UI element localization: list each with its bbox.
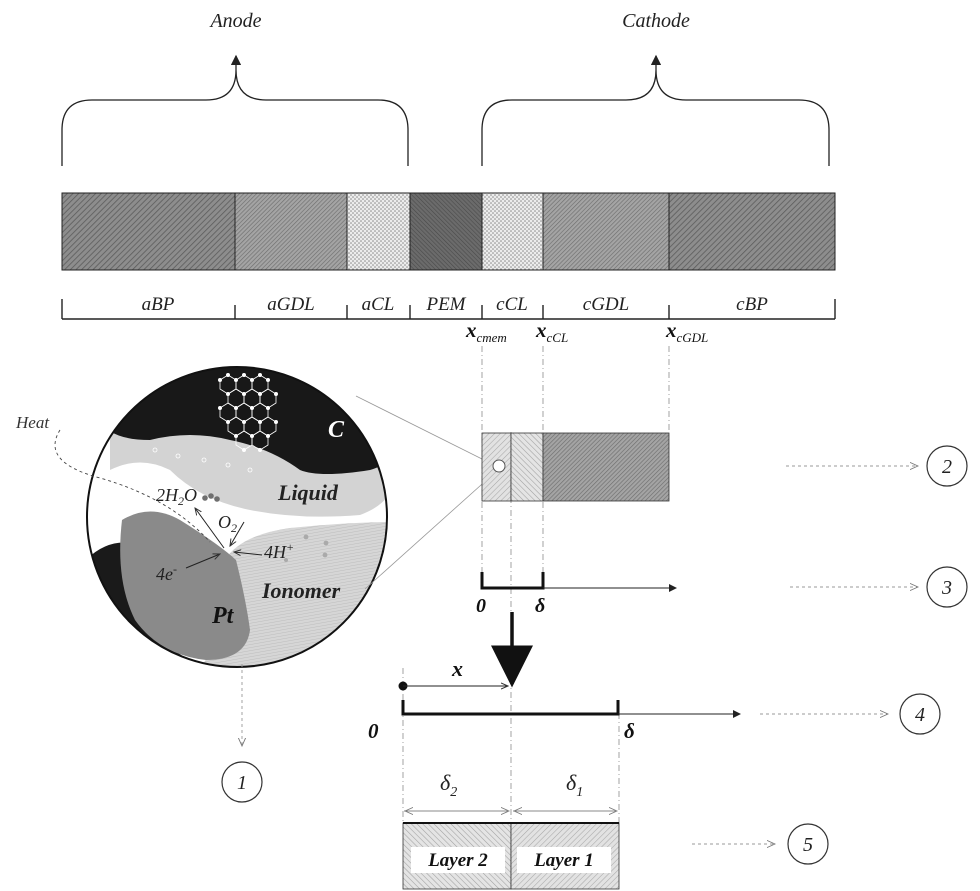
ccl-axis-origin: 0: [476, 595, 486, 617]
cathode-brace: [481, 54, 830, 166]
ccl-axis: [480, 572, 677, 592]
anode-label: Anode: [208, 10, 261, 32]
layer1-label: Layer 1: [533, 850, 594, 871]
step-3-marker: [926, 566, 968, 608]
protons-label: 4H+: [264, 540, 294, 562]
step-5-label: 5: [803, 834, 813, 856]
step-1-marker: [221, 761, 263, 803]
layer-cgdl: [542, 192, 670, 271]
guide-lines: [402, 346, 670, 823]
domain-axis-delta: δ: [624, 719, 635, 743]
delta1-label: δ1: [566, 770, 583, 800]
layer-abp: [61, 192, 236, 271]
sublayer-block: [402, 822, 620, 890]
step-4-marker: [899, 693, 941, 735]
step-1-label: 1: [237, 772, 247, 794]
layer-scale: [61, 299, 836, 320]
graphene-lattice-icon: [217, 372, 278, 452]
zoom-lines: [355, 395, 501, 590]
x-cmem-label: xcmem: [465, 318, 507, 345]
layer-acl: [346, 192, 411, 271]
cl-zoom-block: [481, 432, 670, 502]
label-acl: aCL: [362, 294, 395, 315]
step-3-label: 3: [941, 577, 952, 599]
step-2-label: 2: [942, 456, 952, 478]
step-2-marker: [926, 445, 968, 487]
label-abp: aBP: [142, 294, 175, 315]
label-agdl: aGDL: [267, 294, 315, 315]
domain-x-label: x: [451, 656, 463, 681]
step-arrows: [242, 466, 918, 844]
heat-arrow: [54, 429, 211, 543]
step-4-label: 4: [915, 704, 925, 726]
platinum-label: Pt: [211, 603, 235, 629]
heat-label: Heat: [15, 413, 50, 432]
x-cgdl-label: xcGDL: [665, 318, 708, 345]
domain-axis: [398, 681, 741, 718]
x-ccl-label: xcCL: [535, 318, 568, 345]
domain-axis-origin: 0: [368, 719, 379, 743]
layer-bar: [61, 192, 836, 271]
electrons-label: 4e-: [156, 562, 177, 584]
label-pem: PEM: [425, 294, 466, 315]
cathode-label: Cathode: [622, 10, 690, 32]
label-ccl: cCL: [496, 294, 528, 315]
liquid-label: Liquid: [277, 480, 339, 505]
layer-pem: [409, 192, 483, 271]
anode-brace: [61, 54, 409, 166]
oxygen-label: O2: [218, 512, 237, 535]
delta2-label: δ2: [440, 770, 457, 800]
microstructure-circle: [54, 366, 388, 668]
layer2-label: Layer 2: [427, 850, 488, 871]
step-5-marker: [787, 823, 829, 865]
label-cbp: cBP: [736, 294, 768, 315]
layer-cbp: [668, 192, 836, 271]
layer-ccl: [481, 192, 544, 271]
carbon-label: C: [328, 417, 345, 443]
zoom-origin-marker: [492, 459, 506, 473]
ionomer-label: Ionomer: [261, 578, 341, 603]
label-cgdl: cGDL: [583, 294, 629, 315]
water-label: 2H2O: [156, 485, 197, 508]
layer-agdl: [234, 192, 348, 271]
ccl-axis-delta: δ: [535, 595, 545, 617]
